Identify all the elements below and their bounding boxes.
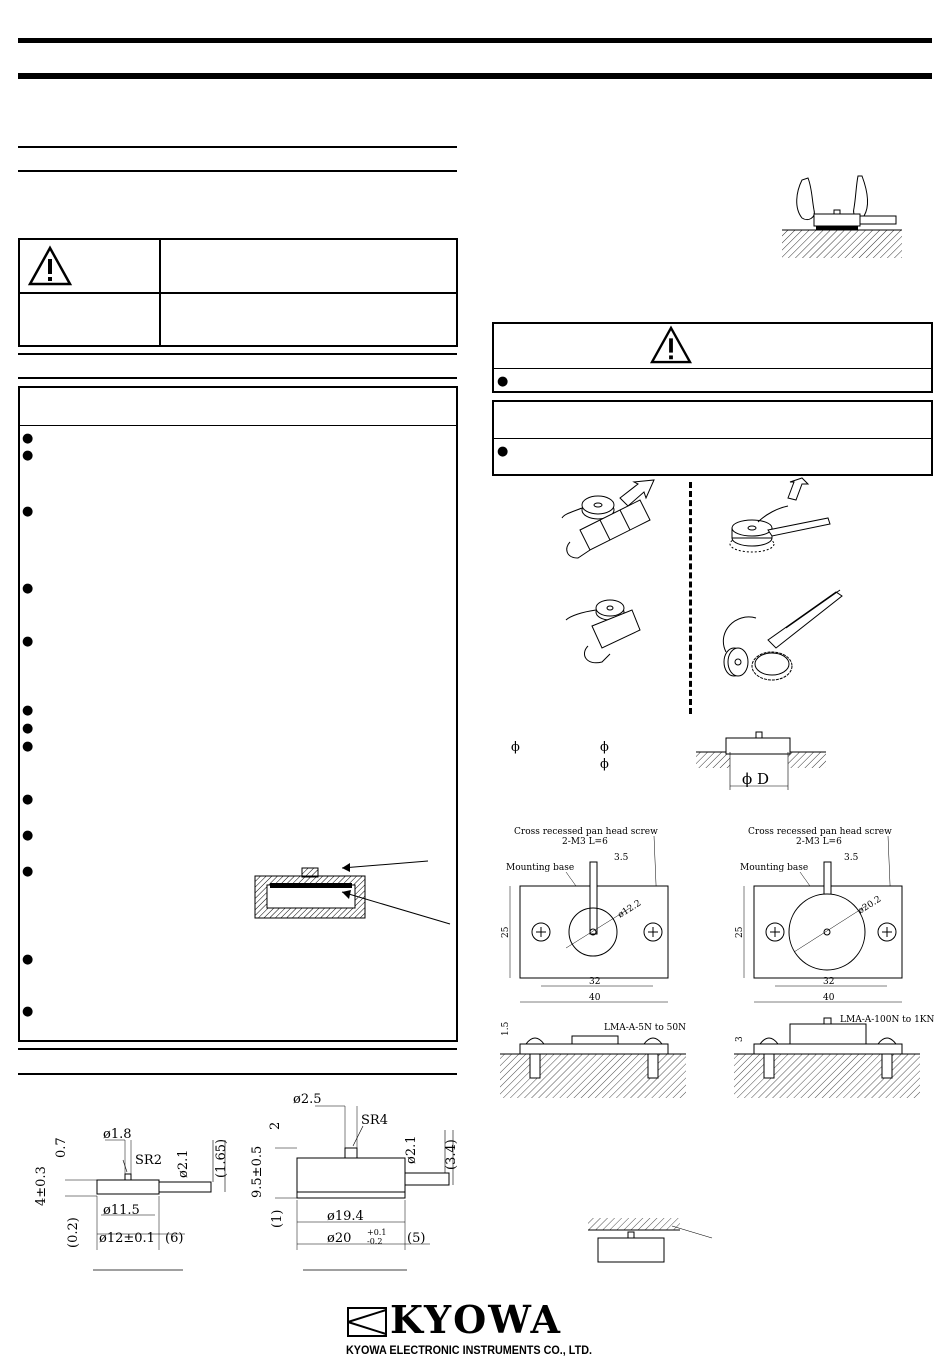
bullet: ● (22, 952, 34, 967)
section-rule (18, 170, 457, 172)
dim-pin: 3.5 (614, 853, 629, 863)
screw-spec: 2-M3 L=6 (796, 837, 842, 847)
dim-outer-diameter: ø20 (327, 1231, 351, 1246)
notice-box (492, 400, 933, 476)
dim-outer-diameter: ø12±0.1 (99, 1231, 155, 1246)
dim-pin-diameter: ø1.8 (103, 1127, 132, 1142)
dim-pin-diameter: ø2.5 (293, 1092, 322, 1107)
dim-cable-offset: (3.4) (444, 1139, 459, 1170)
dim-step: 1.5 (501, 1021, 511, 1036)
mounting-drawing-large: Cross recessed pan head screw 2-M3 L=6 M… (734, 827, 935, 1098)
removal-illustration-knife (722, 589, 843, 681)
bullet: ● (22, 1004, 34, 1019)
bullet: ● (22, 634, 34, 649)
bullet: ● (22, 448, 34, 463)
mounting-drawing-small: Cross recessed pan head screw 2-M3 L=6 M… (500, 827, 686, 1098)
model-label: LMA-A-100N to 1KN (840, 1015, 935, 1025)
dim-width: 40 (823, 993, 835, 1003)
dimension-drawing-large: ø2.5 SR4 ø19.4 ø20 +0.1 -0.2 (5) 2 9.5±0… (250, 1092, 459, 1271)
kyowa-logo-mark (347, 1307, 387, 1337)
dim-height: 25 (501, 926, 511, 938)
warning-legend-table (18, 238, 458, 347)
dim-height: 4±0.3 (34, 1166, 49, 1206)
screw-label: Cross recessed pan head screw (748, 827, 892, 837)
top-rule-2 (18, 73, 932, 79)
dim-pin-radius: SR4 (361, 1113, 388, 1128)
dimension-drawing-small: ø1.8 SR2 ø11.5 ø12±0.1 (6) 0.7 4±0.3 (0.… (34, 1127, 229, 1271)
warning-triangle-icon (649, 325, 693, 364)
phi-symbol: ϕ (511, 740, 520, 755)
dim-cable-length: (5) (407, 1231, 425, 1246)
dim-gap: (0.2) (66, 1217, 81, 1248)
model-label: LMA-A-5N to 50N (604, 1023, 686, 1033)
dim-inner-diameter: ø19.4 (327, 1209, 364, 1224)
company-name: KYOWA ELECTRONIC INSTRUMENTS CO., LTD. (346, 1343, 592, 1357)
section-rule (18, 1073, 457, 1075)
bullet: ● (22, 864, 34, 879)
dim-offset: 0.7 (54, 1137, 69, 1158)
screw-spec: 2-M3 L=6 (562, 837, 608, 847)
dim-cable-length: (6) (165, 1231, 183, 1246)
dim-cable-diameter: ø2.1 (404, 1135, 419, 1164)
dim-outer-tol-plus: +0.1 (367, 1228, 386, 1237)
section-rule (18, 377, 457, 379)
sensor-under-surface-diagram (588, 1218, 713, 1263)
dim-width: 40 (589, 993, 601, 1003)
removal-illustration-pry (729, 477, 831, 553)
dim-gap: (1) (270, 1210, 285, 1228)
bullet: ● (22, 828, 34, 843)
caution-box (492, 322, 933, 393)
bullet: ● (497, 444, 509, 459)
illustration-divider (689, 482, 692, 714)
dim-cable-offset: (1.65) (214, 1139, 229, 1178)
bullet: ● (22, 581, 34, 596)
dim-inner-diameter: ø11.5 (103, 1203, 140, 1218)
dim-outer-tol-minus: -0.2 (367, 1237, 382, 1246)
top-rule-1 (18, 38, 932, 43)
base-label: Mounting base (506, 863, 574, 873)
bullet: ● (22, 739, 34, 754)
dim-pitch: 32 (823, 977, 834, 987)
base-label: Mounting base (740, 863, 808, 873)
dim-pin: 3.5 (844, 853, 859, 863)
bullet: ● (22, 703, 34, 718)
mounting-surface-diagram: ϕ D (696, 731, 826, 790)
removal-illustration-peel (561, 479, 655, 559)
dim-step: 3 (735, 1036, 745, 1042)
phi-d-label: ϕ D (742, 770, 769, 788)
section-rule (18, 146, 457, 148)
dim-height: 25 (735, 926, 745, 938)
section-rule (18, 1048, 457, 1050)
phi-symbol: ϕ (600, 757, 609, 772)
hand-press-illustration (782, 175, 902, 258)
removal-illustration-hold (565, 599, 641, 664)
phi-symbol: ϕ (600, 740, 609, 755)
bullet: ● (22, 792, 34, 807)
precautions-box (18, 386, 458, 1042)
dim-pin-radius: SR2 (135, 1153, 162, 1168)
bullet: ● (22, 431, 34, 446)
brand-name: KYOWA (390, 1297, 562, 1342)
dim-pin-height: 2 (268, 1122, 283, 1130)
dim-cable-diameter: ø2.1 (176, 1149, 191, 1178)
bullet: ● (22, 721, 34, 736)
dim-pitch: 32 (589, 977, 600, 987)
bullet: ● (22, 504, 34, 519)
screw-label: Cross recessed pan head screw (514, 827, 658, 837)
warning-triangle-icon (27, 245, 73, 286)
section-rule (18, 353, 457, 355)
bullet: ● (497, 374, 509, 389)
cross-section-diagram (254, 860, 451, 925)
dim-height: 9.5±0.5 (250, 1146, 265, 1198)
